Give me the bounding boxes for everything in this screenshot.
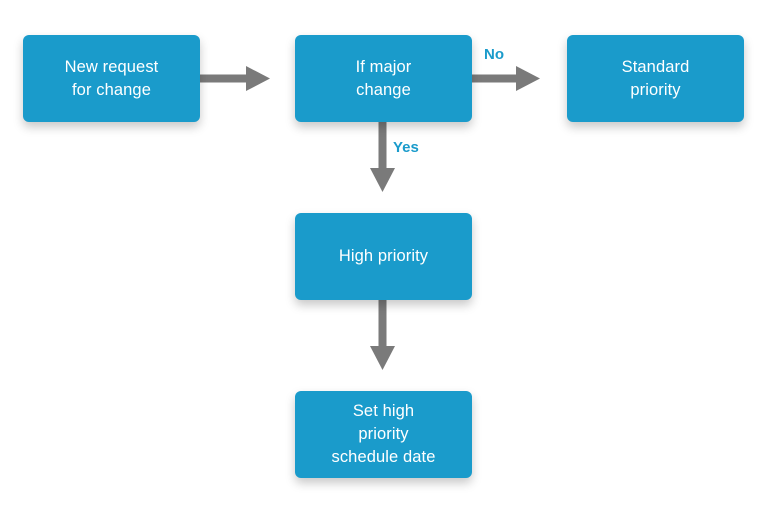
node-new-request: New request for change: [23, 35, 200, 122]
node-standard-priority: Standard priority: [567, 35, 744, 122]
node-new-request-label: New request for change: [64, 57, 159, 99]
node-high-priority: High priority: [295, 213, 472, 300]
node-set-schedule-date: Set high priority schedule date: [295, 391, 472, 478]
node-standard-priority-label: Standard priority: [621, 57, 690, 99]
branch-label-yes: Yes: [393, 139, 419, 156]
arrow-request-to-decision: [200, 66, 270, 91]
node-major-change-decision: If major change: [295, 35, 472, 122]
arrow-decision-to-standard: [472, 66, 540, 91]
branch-label-no: No: [484, 46, 504, 63]
node-high-priority-label: High priority: [338, 247, 429, 265]
node-set-schedule-date-label: Set high priority schedule date: [331, 402, 436, 466]
node-major-change-decision-label: If major change: [355, 57, 412, 99]
arrow-high-priority-to-schedule: [370, 300, 395, 370]
arrow-decision-to-high-priority: [370, 122, 395, 192]
